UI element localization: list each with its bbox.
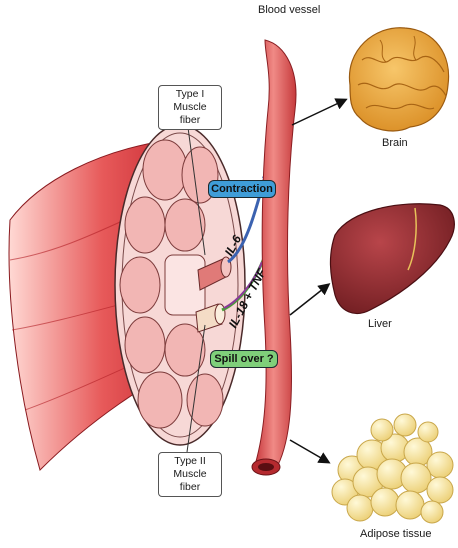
type-1-callout: Type I Muscle fiber <box>158 85 222 130</box>
muscle-cross-section <box>115 125 245 445</box>
spill-over-badge: Spill over ? <box>210 350 278 368</box>
brain-illustration <box>349 28 448 131</box>
adipose-label: Adipose tissue <box>360 528 432 541</box>
type-2-line2: Muscle fiber <box>162 468 218 494</box>
type-1-line1: Type I <box>162 88 218 101</box>
type-2-line1: Type II <box>162 455 218 468</box>
liver-label: Liver <box>368 318 392 331</box>
blood-vessel-label: Blood vessel <box>258 4 320 17</box>
adipose-illustration <box>332 414 453 523</box>
contraction-badge: Contraction <box>208 180 276 198</box>
blood-vessel <box>252 40 296 475</box>
brain-label: Brain <box>382 137 408 150</box>
arrow-to-liver <box>290 285 328 315</box>
liver-illustration <box>330 204 454 314</box>
arrow-to-adipose <box>290 440 328 462</box>
type-1-line2: Muscle fiber <box>162 101 218 127</box>
type-2-callout: Type II Muscle fiber <box>158 452 222 497</box>
arrow-to-brain <box>292 100 345 125</box>
